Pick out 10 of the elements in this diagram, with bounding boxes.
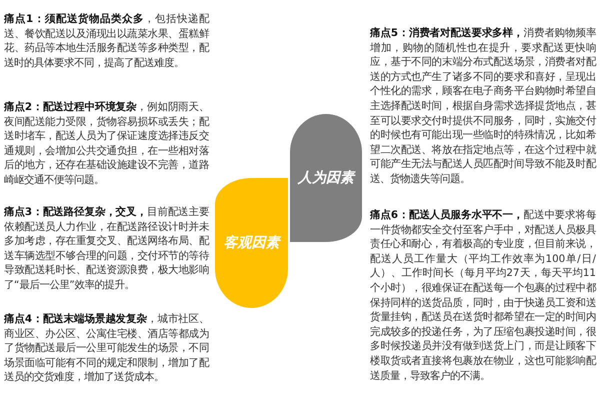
paragraph: 痛点1：须配送货物品类众多，包括快递配送、餐饮配送以及涌现出以蔬菜水果、蛋糕鲜花、药品等本地生活服务配送等多种类型，配送时的具体要求不同，提高了配送难度。	[4, 12, 209, 70]
leaf-shape	[215, 178, 288, 308]
leaf-shape	[290, 114, 362, 242]
shape-label: 人为因素	[298, 169, 354, 187]
paragraph: 痛点6：配送人员服务水平不一，配送中要求将每一件货物都安全交付至客户手中，对配送人员极具责任心和耐心，有着极高的专业度，但目前来说，配送人员工作量大（平均工作效率为100单/日/人）、工作时间长（每月平均27天，每天平均11个小时），很难保证在配送每一个包裹的过程中都保持同样的送货品质，同时，由于快递员工资和送货量挂钩，配送员在送货时都希望在一定的时间内完成较多的投递任务，为了压缩包裹投递时间，很多时候投递员并没有做到送货上门，而是让顾客下楼取货或者直接将包裹放在物业，这也可能影响配送质量，导致客户的不满。	[370, 208, 596, 384]
paragraph: 痛点5：消费者对配送要求多样，消费者购物频率增加，购物的随机性也在提升，要求配送更快响应，基于不同的末端分布式配送场景，消费者对配送的方式也产生了诸多不同的要求和喜好，呈现出个性化的需求，顾客在电子商务平台购物时希望自主选择配送时间，根据自身需求选择提货地点，甚至可以要求交付时提供不同服务，同时，实施交付的时候也有可能出现一些临时的特殊情况，比如希望二次配送、将放在指定地点等，在这个过程中就可能产生无法与配送人员匹配时间导致不能及时配送、货物遗失等问题。	[370, 26, 596, 187]
paragraph: 痛点3：配送路径复杂，交叉，目前配送主要依赖配送员人力作业，在配送路径设计时并未多加考虑，存在重复交叉、配送网络布局、配送车辆选型不够合理的问题，交付环节的等待导致配送耗时长、配送资源浪费，极大地影响了“最后一公里”效率的提升。	[4, 205, 209, 293]
shape-label: 客观因素	[224, 234, 280, 252]
paragraph: 痛点4：配送末端场景越发复杂，城市社区、商业区、办公区、公寓住宅楼、酒店等都成为了货物配送最后一公里可能发生的场景，不同场景面临可能有不同的规定和限制，增加了配送员的交货难度，增加了送货成本。	[4, 312, 209, 386]
paragraph: 痛点2：配送过程中环境复杂，例如阴雨天、夜间配送能力受限，货物容易损坏或丢失；配送时堵车，配送人员为了保证速度选择违反交通规则，会增加公共交通负担，在一些相对落后的地方，还存在基础设施建设不完善，道路崎岖交通不便等问题。	[4, 100, 209, 188]
